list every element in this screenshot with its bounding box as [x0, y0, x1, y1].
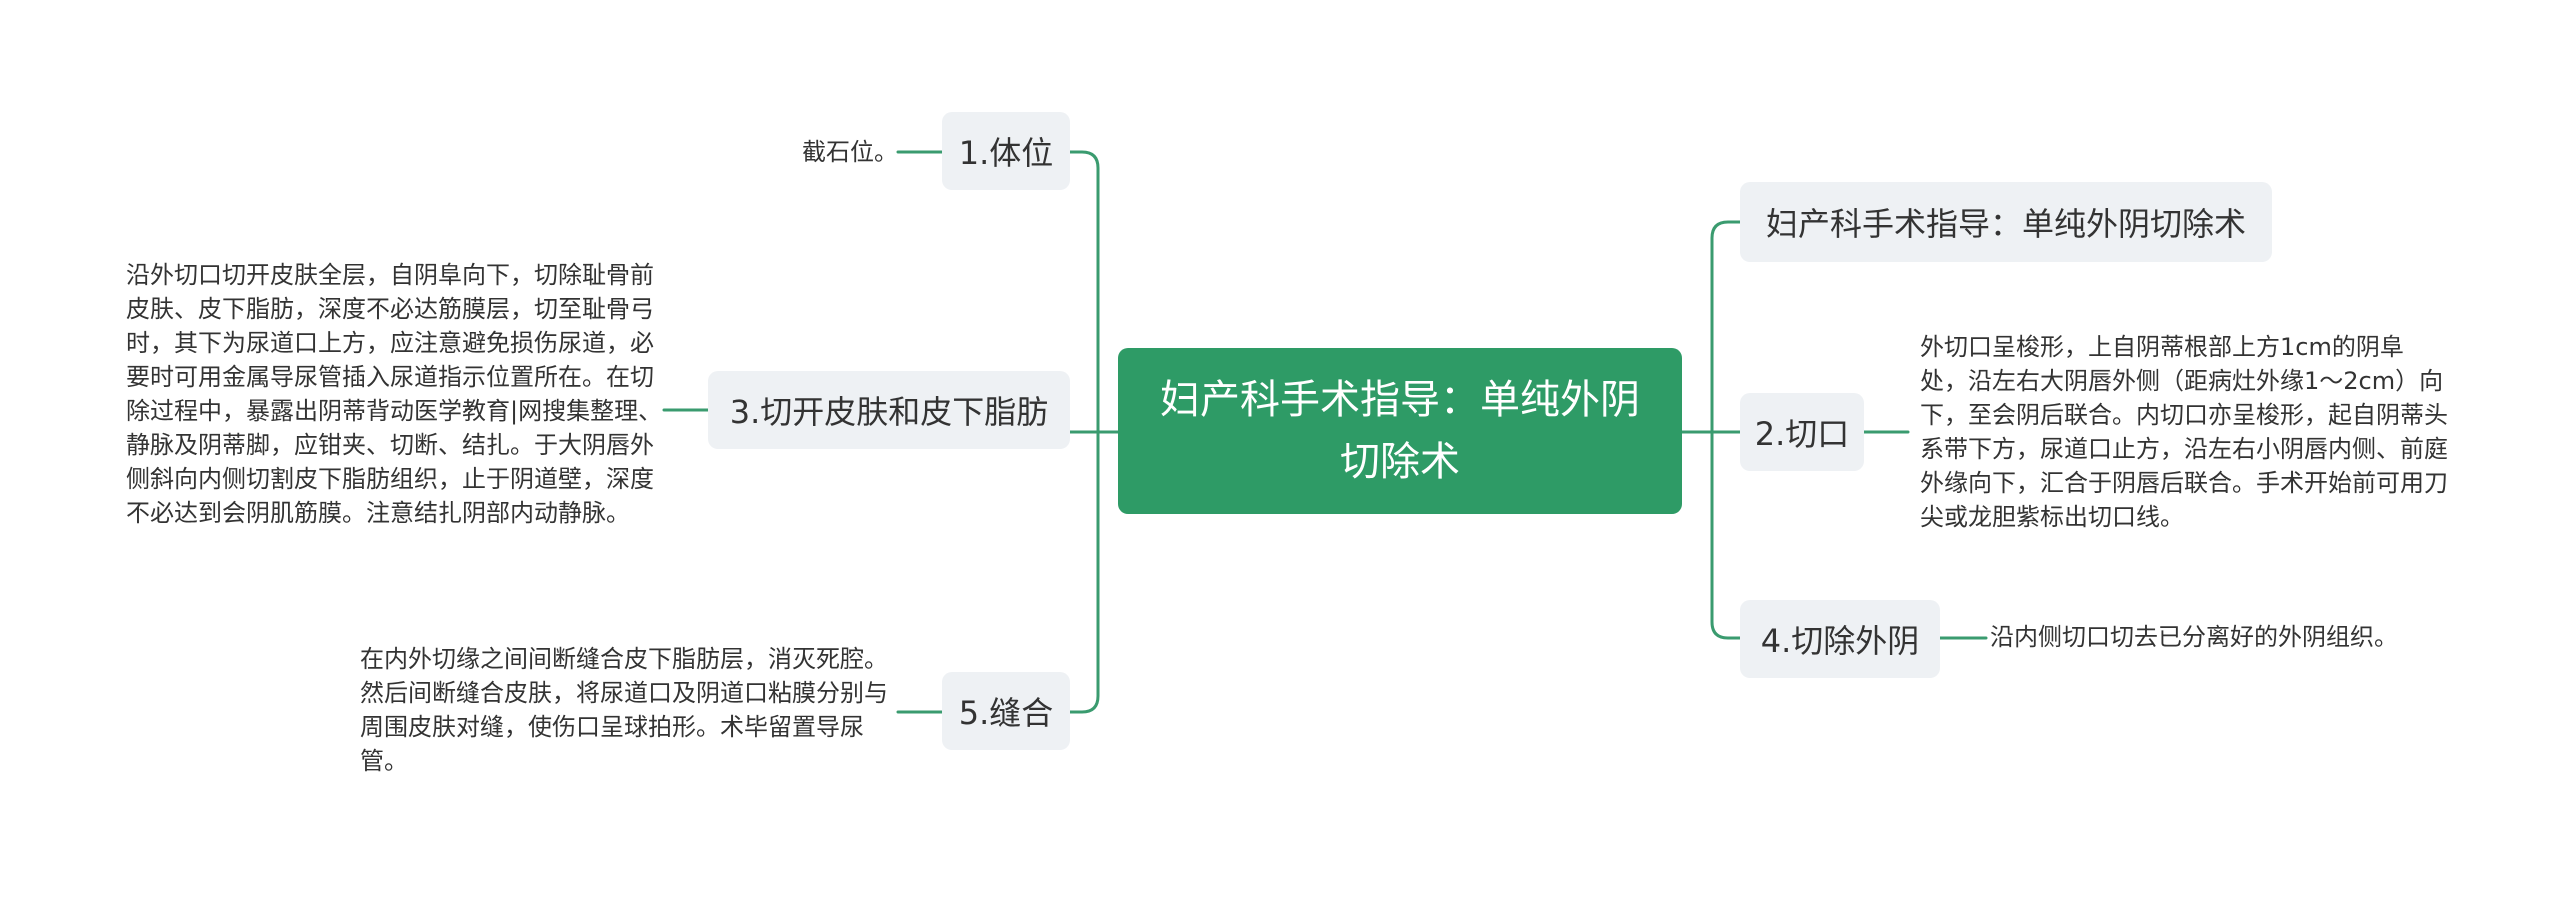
branch-node-excise-vulva-label: 4.切除外阴: [1760, 622, 1920, 660]
detail-position: 截石位。: [802, 138, 898, 166]
branch-node-suture[interactable]: 5.缝合: [942, 672, 1070, 750]
connector-left-b1: [1068, 150, 1100, 434]
connector-left-b5: [1068, 430, 1100, 714]
branch-node-position-label: 1.体位: [958, 134, 1054, 172]
detail-suture: 在内外切缘之间间断缝合皮下脂肪层，消灭死腔。然后间断缝合皮肤，将尿道口及阴道口粘…: [360, 645, 888, 775]
branch-node-excise-vulva[interactable]: 4.切除外阴: [1740, 600, 1940, 678]
root-node-label: 妇产科手术指导：单纯外阴切除术: [1160, 377, 1640, 485]
connector-right-title: [1710, 220, 1742, 434]
branch-node-position[interactable]: 1.体位: [942, 112, 1070, 190]
detail-incision: 外切口呈梭形，上自阴蒂根部上方1cm的阴阜处，沿左右大阴唇外侧（距病灶外缘1～2…: [1920, 333, 2448, 531]
detail-excise-vulva: 沿内侧切口切去已分离好的外阴组织。: [1990, 623, 2398, 651]
branch-node-incise-skin-label: 3.切开皮肤和皮下脂肪: [729, 393, 1049, 431]
branch-node-title-label: 妇产科手术指导：单纯外阴切除术: [1765, 205, 2246, 243]
connector-right-b4: [1710, 430, 1742, 640]
root-node[interactable]: 妇产科手术指导：单纯外阴切除术: [1118, 348, 1682, 514]
branch-node-suture-label: 5.缝合: [958, 694, 1054, 732]
detail-incise-skin: 沿外切口切开皮肤全层，自阴阜向下，切除耻骨前皮肤、皮下脂肪，深度不必达筋膜层，切…: [126, 261, 663, 527]
branch-node-title[interactable]: 妇产科手术指导：单纯外阴切除术: [1740, 182, 2272, 262]
branch-node-incision-label: 2.切口: [1754, 415, 1850, 453]
branch-node-incise-skin[interactable]: 3.切开皮肤和皮下脂肪: [708, 371, 1070, 449]
branch-node-incision[interactable]: 2.切口: [1740, 393, 1864, 471]
